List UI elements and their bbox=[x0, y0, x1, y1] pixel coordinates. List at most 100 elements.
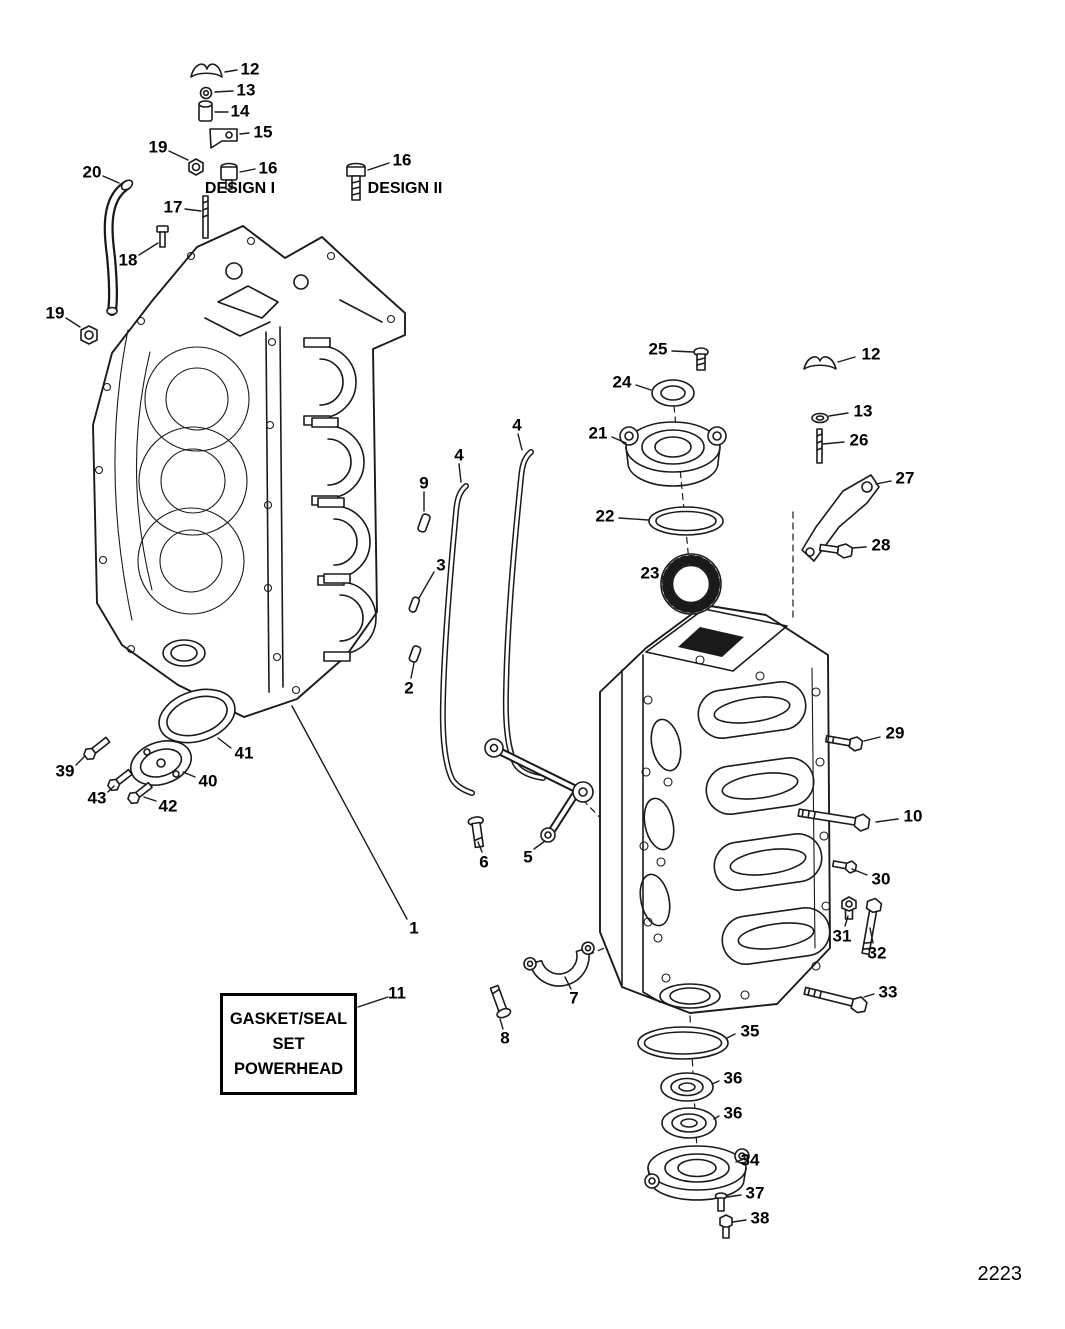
callout-40: 40 bbox=[198, 771, 218, 791]
leader-line-34 bbox=[735, 1158, 745, 1163]
leader-line-23 bbox=[660, 575, 664, 582]
part-stud-26 bbox=[816, 428, 823, 464]
part-fitting-16-design2 bbox=[346, 162, 366, 201]
leader-line-4 bbox=[458, 463, 462, 483]
leader-line-12 bbox=[224, 69, 238, 73]
part-end-cap-34 bbox=[644, 1145, 750, 1201]
part-dowel-3 bbox=[408, 596, 421, 613]
part-oring-22 bbox=[648, 506, 724, 536]
callout-42: 42 bbox=[158, 796, 178, 816]
leader-line-42 bbox=[143, 796, 157, 802]
leader-line-26 bbox=[822, 441, 845, 445]
callout-34: 34 bbox=[740, 1150, 760, 1170]
part-bolt-6 bbox=[467, 816, 485, 849]
part-bolt-42 bbox=[127, 781, 153, 805]
part-seal-36-lower bbox=[661, 1107, 717, 1139]
callout-23: 23 bbox=[640, 563, 660, 583]
callout-43: 43 bbox=[87, 788, 107, 808]
callout-12: 12 bbox=[861, 344, 881, 364]
part-sensor-16-design1 bbox=[220, 162, 238, 190]
part-nut-19-top bbox=[188, 158, 204, 176]
leader-line-27 bbox=[875, 480, 892, 485]
leader-line-8 bbox=[499, 1018, 504, 1030]
part-oring-35 bbox=[637, 1026, 729, 1060]
part-bolt-25 bbox=[693, 347, 709, 371]
gasket-box-line-1: GASKET/SEAL bbox=[229, 1010, 348, 1028]
leader-line-24 bbox=[635, 384, 652, 391]
callout-25: 25 bbox=[648, 339, 668, 359]
callout-4: 4 bbox=[454, 445, 464, 465]
callout-32: 32 bbox=[867, 943, 887, 963]
part-crankcase-left bbox=[92, 225, 406, 718]
part-bolt-38 bbox=[719, 1214, 733, 1239]
part-bracket-27 bbox=[801, 474, 880, 562]
part-dowel-2 bbox=[408, 645, 422, 663]
part-clamp-12-right bbox=[803, 356, 837, 370]
part-end-cap-21 bbox=[619, 421, 727, 487]
design-2-label: DESIGN II bbox=[367, 180, 443, 197]
callout-20: 20 bbox=[82, 162, 102, 182]
gasket-box-line-3: POWERHEAD bbox=[233, 1059, 344, 1078]
part-bolt-33 bbox=[803, 986, 868, 1014]
part-cover-40 bbox=[130, 740, 192, 786]
callout-16: 16 bbox=[392, 150, 412, 170]
leader-line-15 bbox=[239, 132, 250, 135]
leader-line-31 bbox=[844, 915, 849, 927]
callout-29: 29 bbox=[885, 723, 905, 743]
leader-line-36 bbox=[713, 1115, 720, 1120]
leader-line-12 bbox=[837, 356, 856, 363]
leader-line-18 bbox=[138, 242, 159, 256]
callout-37: 37 bbox=[745, 1183, 765, 1203]
callout-36: 36 bbox=[723, 1103, 743, 1123]
callout-31: 31 bbox=[832, 926, 852, 946]
gasket-seal-set-callout-box: GASKET/SEAL SET POWERHEAD bbox=[220, 993, 357, 1096]
leader-line-20 bbox=[102, 175, 120, 184]
leader-line-1 bbox=[291, 705, 408, 920]
callout-6: 6 bbox=[479, 852, 489, 872]
leader-line-29 bbox=[863, 736, 881, 742]
part-lever-5 bbox=[484, 738, 594, 843]
callout-16: 16 bbox=[258, 158, 278, 178]
part-bolt-8 bbox=[489, 984, 512, 1019]
part-washer-13-right bbox=[811, 412, 829, 424]
callout-26: 26 bbox=[849, 430, 869, 450]
part-ring-13-top bbox=[199, 86, 213, 100]
part-bolt-39 bbox=[83, 736, 111, 761]
leader-line-39 bbox=[75, 755, 86, 766]
callout-38: 38 bbox=[750, 1208, 770, 1228]
leader-line-3 bbox=[418, 571, 435, 599]
callout-2: 2 bbox=[404, 678, 414, 698]
callout-41: 41 bbox=[234, 743, 254, 763]
leader-line-13 bbox=[214, 90, 234, 93]
leader-line-16 bbox=[239, 168, 256, 173]
leader-line-41 bbox=[217, 737, 232, 749]
callout-21: 21 bbox=[588, 423, 608, 443]
leader-line-4 bbox=[517, 433, 523, 451]
part-bolt-43 bbox=[107, 768, 133, 792]
part-bracket-15 bbox=[209, 128, 238, 149]
callout-11: 11 bbox=[388, 983, 406, 1003]
leader-line-19 bbox=[168, 150, 189, 161]
part-gasket-41 bbox=[158, 688, 236, 744]
callout-13: 13 bbox=[853, 401, 873, 421]
leader-line-11 bbox=[357, 996, 389, 1008]
part-cylinder-block-right bbox=[599, 604, 831, 1014]
callout-1: 1 bbox=[409, 918, 419, 938]
leader-line-40 bbox=[182, 771, 196, 778]
leader-line-6 bbox=[477, 841, 483, 853]
callout-17: 17 bbox=[163, 197, 183, 217]
part-dowel-9 bbox=[417, 513, 431, 533]
part-bolt-32 bbox=[861, 897, 883, 956]
callout-33: 33 bbox=[878, 982, 898, 1002]
callout-19: 19 bbox=[45, 303, 65, 323]
part-bolt-30 bbox=[831, 860, 858, 874]
leader-line-7 bbox=[564, 976, 572, 990]
leader-line-19 bbox=[65, 317, 81, 328]
leader-line-17 bbox=[184, 208, 202, 212]
leader-line-33 bbox=[863, 993, 875, 998]
part-hose-20 bbox=[103, 179, 134, 316]
leader-line-22 bbox=[618, 517, 649, 521]
leader-line-37 bbox=[726, 1194, 742, 1198]
